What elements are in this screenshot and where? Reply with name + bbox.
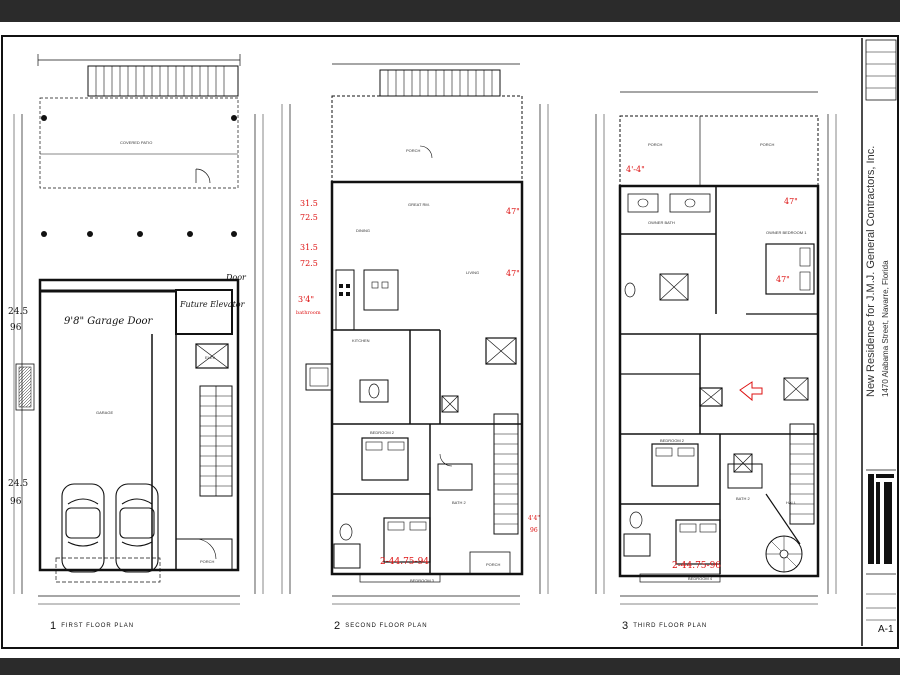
- markup-arrow-icon: [739, 381, 763, 402]
- plan-number: 2: [334, 620, 341, 632]
- plan-label-second: 2 SECOND FLOOR PLAN: [334, 620, 428, 632]
- room-label: OWNER BATH: [648, 220, 675, 225]
- room-label: KITCHEN: [352, 338, 370, 343]
- plan-title: THIRD FLOOR PLAN: [633, 623, 708, 630]
- room-label: PORCH: [648, 142, 663, 147]
- room-label: BATH 2: [736, 496, 750, 501]
- dimension-note: 2-44.75-96: [672, 561, 721, 571]
- bottom-frame-bar: [0, 658, 900, 675]
- dimension-note: bathroom: [296, 310, 321, 316]
- car-icon: [115, 483, 159, 573]
- plan-label-third: 3 THIRD FLOOR PLAN: [622, 620, 707, 632]
- room-label: PORCH: [760, 142, 775, 147]
- dimension-note: 96: [10, 497, 22, 507]
- room-label: BEDROOM 2: [660, 438, 685, 443]
- dimension-note: 31.5: [300, 243, 318, 252]
- dimension-note: 72.5: [300, 213, 318, 222]
- dimension-note: 47": [776, 275, 790, 284]
- room-label: COVERED PATIO: [120, 140, 152, 145]
- dimension-note: 47": [784, 197, 798, 206]
- project-title: New Residence for J.M.J. General Contrac…: [865, 145, 877, 397]
- dimension-note: 4'4": [528, 515, 540, 522]
- floor-plan-sheet: COVERED PATIO GARAGE PORCH ELEV. 9'8" Ga…: [1, 35, 899, 649]
- room-label: PORCH: [200, 559, 215, 564]
- plan-title: SECOND FLOOR PLAN: [345, 623, 428, 630]
- dimension-note: 2-44.75-94: [380, 557, 429, 567]
- room-label: HALL: [786, 500, 797, 505]
- room-label: DINING: [356, 228, 370, 233]
- project-address: 1470 Alabama Street, Navarre, Florida: [881, 260, 890, 397]
- room-label: BATH 2: [452, 500, 466, 505]
- room-label: GARAGE: [96, 410, 113, 415]
- sheet-border: [1, 35, 899, 649]
- room-label: BEDROOM 2: [370, 430, 395, 435]
- plan-label-first: 1 FIRST FLOOR PLAN: [50, 620, 134, 632]
- car-icon: [61, 483, 105, 573]
- dimension-note: 3'4": [298, 295, 314, 304]
- garage-door-note: 9'8" Garage Door: [64, 316, 154, 327]
- room-label: BEDROOM 3: [410, 578, 435, 583]
- dimension-note: 72.5: [300, 259, 318, 268]
- plan-number: 1: [50, 620, 57, 632]
- room-label: GREAT RM.: [408, 202, 430, 207]
- dimension-note: 24.5: [8, 479, 28, 489]
- second-floor-plan: [281, 63, 549, 605]
- dimension-note: 24.5: [8, 307, 28, 317]
- dimension-note: 4'-4": [626, 165, 645, 174]
- future-elevator-note: Future Elevator: [179, 300, 246, 309]
- room-label: PORCH: [486, 562, 501, 567]
- door-note: Door: [225, 273, 247, 282]
- dimension-note: 31.5: [300, 199, 318, 208]
- room-label: ELEV.: [205, 355, 216, 360]
- plan-title: FIRST FLOOR PLAN: [61, 623, 135, 630]
- top-frame-bar: [0, 0, 900, 22]
- dimension-note: 96: [530, 527, 538, 534]
- room-label: OWNER BEDROOM 1: [766, 230, 807, 235]
- third-floor-plan: [595, 91, 837, 605]
- dimension-note: 47": [506, 269, 520, 278]
- room-label: PORCH: [406, 148, 421, 153]
- project-title-block: New Residence for J.M.J. General Contrac…: [865, 67, 900, 397]
- first-floor-plan: [13, 54, 264, 605]
- company-logo-icon: [868, 474, 894, 564]
- room-label: BEDROOM 4: [688, 576, 713, 581]
- room-label: LIVING: [466, 270, 479, 275]
- sheet-number: A-1: [878, 624, 894, 635]
- plan-number: 3: [622, 620, 629, 632]
- dimension-note: 47": [506, 207, 520, 216]
- dimension-note: 96: [10, 323, 22, 333]
- title-block: [861, 38, 897, 646]
